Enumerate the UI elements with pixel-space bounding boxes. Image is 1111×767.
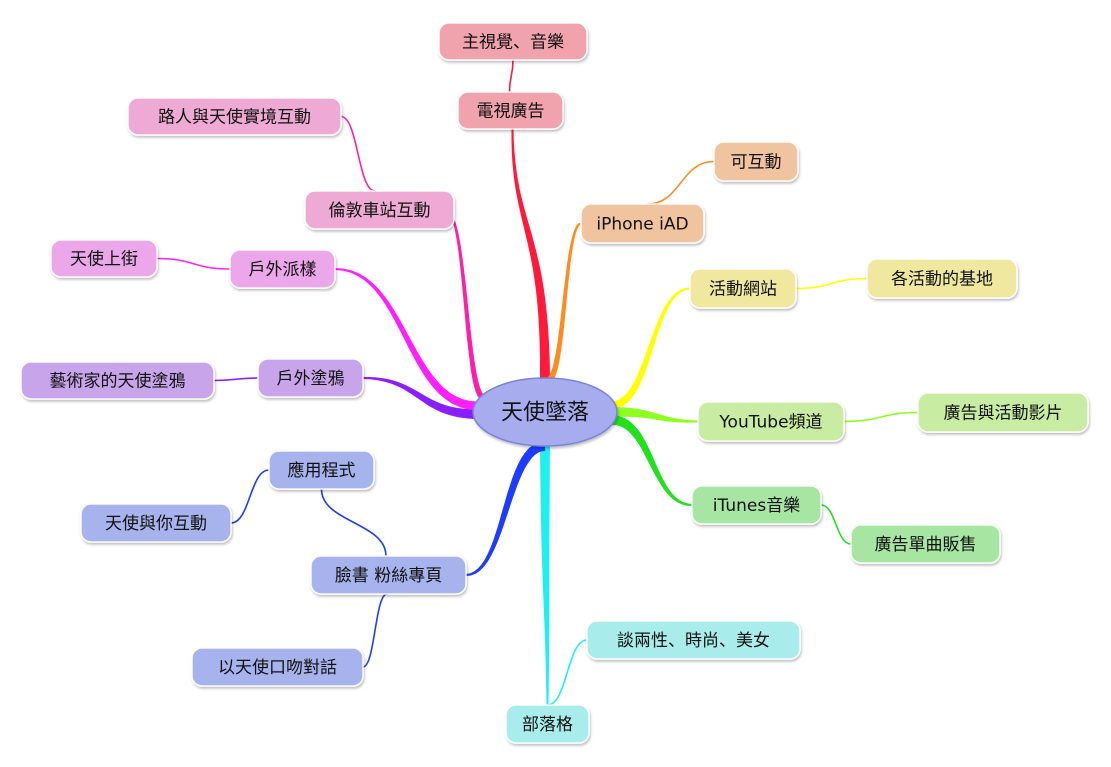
subtopic-node-sampling-0[interactable]: 天使上街 bbox=[50, 239, 158, 278]
subtopic-node-sampling-0-box bbox=[50, 239, 158, 278]
connector-web-0 bbox=[795, 277, 868, 290]
subtopic-node-web-0-label: 各活動的基地 bbox=[891, 270, 993, 290]
subtopic-node-facebook-0-label: 應用程式 bbox=[288, 460, 356, 481]
connector-blog-0 bbox=[546, 639, 588, 706]
topic-node-tv-label: 電視廣告 bbox=[477, 102, 545, 122]
connector-facebook-0 bbox=[320, 488, 387, 557]
branch-graffiti bbox=[363, 377, 476, 419]
connector-iphone-0 bbox=[646, 160, 715, 205]
topic-node-sampling[interactable]: 戶外派樣 bbox=[229, 249, 336, 289]
connector-graffiti-0 bbox=[213, 377, 259, 382]
subtopic-node-facebook-1-label: 以天使口吻對話 bbox=[218, 657, 337, 678]
subtopic-node-iphone-0-label: 可互動 bbox=[731, 153, 782, 173]
subtopic-node-blog-0-box bbox=[586, 620, 801, 660]
subtopic-node-sampling-0-label: 天使上街 bbox=[70, 249, 138, 270]
connector-youtube-0 bbox=[843, 411, 919, 423]
subtopic-node-facebook-1-box bbox=[191, 647, 364, 687]
topic-node-blog-box bbox=[505, 704, 590, 744]
subtopic-node-tv-0-box bbox=[438, 22, 588, 61]
connector-facebook-1 bbox=[362, 593, 388, 668]
topic-node-graffiti-label: 戶外塗鴉 bbox=[277, 368, 345, 389]
subtopic-node-london-0-label: 路人與天使實境互動 bbox=[158, 107, 311, 128]
topic-node-blog-label: 部落格 bbox=[522, 715, 573, 735]
subtopic-node-facebook-0[interactable]: 應用程式 bbox=[268, 450, 375, 490]
branch-blog bbox=[540, 446, 550, 705]
subtopic-node-youtube-0-box bbox=[917, 392, 1089, 433]
topic-node-blog[interactable]: 部落格 bbox=[505, 704, 590, 744]
branch-facebook bbox=[466, 441, 546, 576]
branch-lines bbox=[156, 59, 919, 706]
connector-itunes-0 bbox=[820, 504, 852, 545]
topic-node-facebook-box bbox=[310, 555, 467, 595]
subtopic-node-facebook-0-box bbox=[268, 450, 375, 490]
branch-sampling bbox=[335, 268, 479, 411]
connector-tv-0 bbox=[508, 59, 514, 93]
topic-node-graffiti[interactable]: 戶外塗鴉 bbox=[257, 358, 364, 398]
topic-node-web-box bbox=[689, 268, 797, 309]
subtopic-node-facebook-0-0[interactable]: 天使與你互動 bbox=[80, 503, 232, 543]
subtopic-node-itunes-0-box bbox=[850, 524, 1001, 564]
topic-node-youtube-label: YouTube頻道 bbox=[718, 413, 822, 433]
subtopic-node-blog-0-label: 談兩性、時尚、美女 bbox=[617, 631, 770, 651]
subtopic-node-london-0[interactable]: 路人與天使實境互動 bbox=[127, 97, 342, 136]
topic-node-sampling-box bbox=[229, 249, 336, 289]
topic-node-london-box bbox=[304, 190, 455, 230]
topic-node-iphone[interactable]: iPhone iAD bbox=[580, 203, 705, 244]
subtopic-node-graffiti-0[interactable]: 藝術家的天使塗鴉 bbox=[20, 361, 215, 400]
topic-node-facebook[interactable]: 臉書 粉絲專頁 bbox=[310, 555, 467, 595]
branch-youtube bbox=[616, 407, 698, 423]
connector-sampling-0 bbox=[156, 257, 231, 270]
center-label: 天使墜落 bbox=[501, 401, 589, 426]
topic-node-itunes[interactable]: iTunes音樂 bbox=[691, 485, 822, 525]
branch-london bbox=[447, 213, 485, 401]
subtopic-node-itunes-0[interactable]: 廣告單曲販售 bbox=[850, 524, 1001, 564]
center-ellipse bbox=[472, 377, 618, 447]
topic-node-web[interactable]: 活動網站 bbox=[689, 268, 797, 309]
subtopic-node-london-0-box bbox=[127, 97, 342, 136]
topic-node-itunes-box bbox=[691, 485, 822, 525]
topic-node-iphone-box bbox=[580, 203, 705, 244]
subtopic-node-youtube-0-label: 廣告與活動影片 bbox=[944, 404, 1063, 424]
subtopic-node-facebook-0-0-box bbox=[80, 503, 232, 543]
subtopic-node-graffiti-0-box bbox=[20, 361, 215, 400]
subtopic-node-facebook-0-0-label: 天使與你互動 bbox=[105, 513, 207, 534]
topic-node-sampling-label: 戶外派樣 bbox=[249, 260, 317, 280]
center-node[interactable]: 天使墜落 bbox=[472, 377, 618, 447]
topic-node-itunes-label: iTunes音樂 bbox=[713, 496, 800, 516]
topic-node-tv-box bbox=[457, 91, 564, 130]
subtopic-node-facebook-1[interactable]: 以天使口吻對話 bbox=[191, 647, 364, 687]
topic-node-graffiti-box bbox=[257, 358, 364, 398]
subtopic-node-iphone-0[interactable]: 可互動 bbox=[713, 141, 799, 182]
branch-iphone bbox=[547, 222, 582, 383]
subtopic-node-iphone-0-box bbox=[713, 141, 799, 182]
subtopic-node-web-0[interactable]: 各活動的基地 bbox=[866, 258, 1018, 299]
branch-web bbox=[611, 287, 690, 409]
subtopic-node-tv-0[interactable]: 主視覺、音樂 bbox=[438, 22, 588, 61]
topic-node-london-label: 倫敦車站互動 bbox=[329, 201, 431, 221]
topic-node-youtube[interactable]: YouTube頻道 bbox=[697, 401, 845, 442]
topic-node-iphone-label: iPhone iAD bbox=[596, 215, 688, 235]
connector-facebook-0-0 bbox=[230, 469, 270, 524]
subtopic-node-graffiti-0-label: 藝術家的天使塗鴉 bbox=[50, 371, 186, 392]
subtopic-node-youtube-0[interactable]: 廣告與活動影片 bbox=[917, 392, 1089, 433]
subtopic-node-web-0-box bbox=[866, 258, 1018, 299]
subtopic-node-blog-0[interactable]: 談兩性、時尚、美女 bbox=[586, 620, 801, 660]
topic-node-london[interactable]: 倫敦車站互動 bbox=[304, 190, 455, 230]
topic-node-web-label: 活動網站 bbox=[709, 280, 777, 300]
topic-node-facebook-label: 臉書 粉絲專頁 bbox=[335, 566, 442, 586]
connector-london-0 bbox=[340, 115, 376, 192]
topic-node-tv[interactable]: 電視廣告 bbox=[457, 91, 564, 130]
branch-itunes bbox=[611, 415, 692, 506]
topic-node-youtube-box bbox=[697, 401, 845, 442]
subtopic-node-tv-0-label: 主視覺、音樂 bbox=[462, 33, 564, 53]
subtopic-node-itunes-0-label: 廣告單曲販售 bbox=[875, 535, 977, 555]
branch-tv bbox=[511, 129, 550, 378]
